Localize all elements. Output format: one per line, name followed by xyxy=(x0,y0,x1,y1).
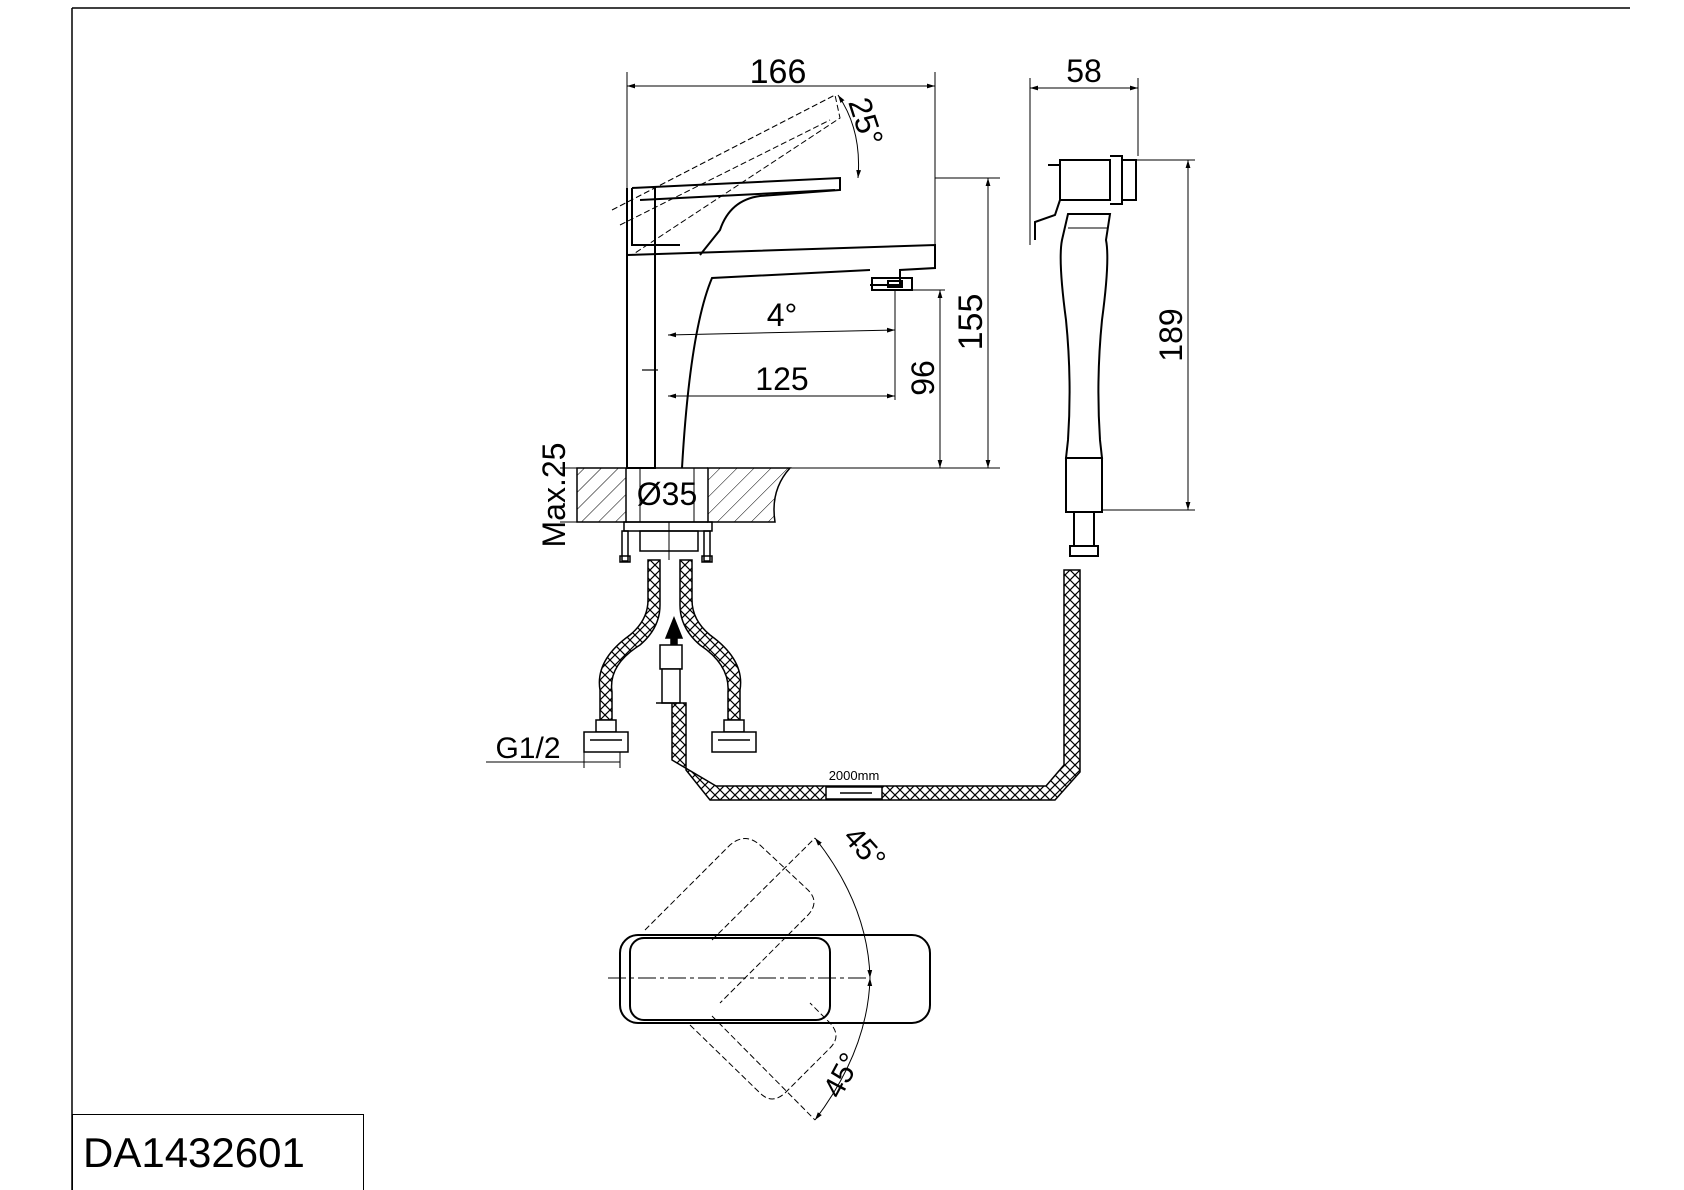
model-number: DA1432601 xyxy=(83,1129,305,1176)
shower-hose xyxy=(656,569,1081,801)
hand-shower xyxy=(1034,155,1137,557)
dim-spout-height: 96 xyxy=(905,360,941,396)
dim-rotation-bottom: 45° xyxy=(817,1048,867,1104)
dim-lever-angle: 25° xyxy=(841,93,890,150)
dim-spout-reach: 125 xyxy=(755,361,808,397)
supply-hoses xyxy=(583,559,757,753)
dim-shower-width: 58 xyxy=(1066,53,1102,89)
dimension-lines xyxy=(486,72,1195,768)
title-block: DA1432601 xyxy=(72,1114,364,1190)
mounting-nut xyxy=(619,521,713,563)
dim-rotation-top: 45° xyxy=(837,821,892,877)
top-view-lever-rotations xyxy=(644,837,837,1121)
dim-total-height: 155 xyxy=(952,294,990,351)
dim-hole-diameter: Ø35 xyxy=(637,476,697,512)
lever-alternate-position xyxy=(611,94,841,256)
dim-hose-length: 2000mm xyxy=(829,768,880,783)
dim-shower-length: 189 xyxy=(1153,308,1189,361)
dim-deck-thickness: Max.25 xyxy=(536,443,572,548)
dim-spout-angle: 4° xyxy=(767,297,798,333)
sheet-frame xyxy=(71,7,1630,1190)
rotation-arcs xyxy=(814,837,873,1121)
dim-overall-width: 166 xyxy=(750,53,807,91)
dim-connection: G1/2 xyxy=(495,732,560,765)
faucet-top-view xyxy=(608,934,931,1024)
